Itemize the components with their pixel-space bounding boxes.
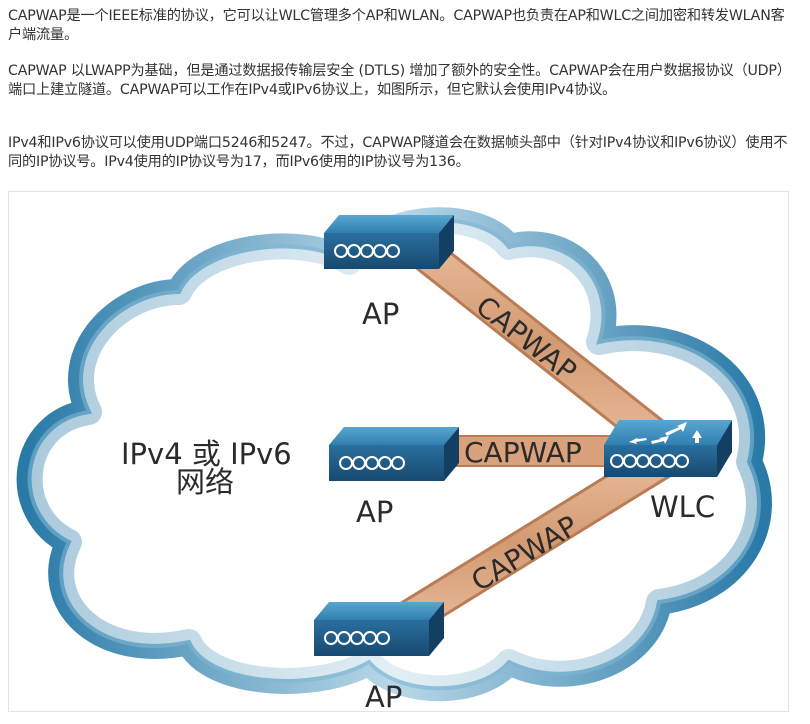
ap-bottom-label: AP <box>365 680 402 711</box>
ap-middle-label: AP <box>356 495 393 529</box>
paragraph-1: CAPWAP是一个IEEE标准的协议，它可以让WLC管理多个AP和WLAN。CA… <box>8 8 785 43</box>
tunnel-top <box>392 222 681 462</box>
wlc-label: WLC <box>650 490 715 524</box>
tunnel-middle-label: CAPWAP <box>464 436 582 469</box>
network-label-line1: IPv4 或 IPv6 <box>121 437 292 471</box>
ap-middle-device <box>329 427 459 481</box>
tunnel-bottom <box>379 441 679 646</box>
paragraph-2: CAPWAP 以LWAPP为基础，但是通过数据报传输层安全 (DTLS) 增加了… <box>8 63 791 98</box>
paragraph-3: IPv4和IPv6协议可以使用UDP端口5246和5247。不过，CAPWAP隧… <box>8 135 788 170</box>
capwap-diagram-svg: CAPWAP CAPWAP CAPWAP AP AP <box>16 207 772 711</box>
wlc-device <box>604 420 732 477</box>
ap-bottom-device <box>314 602 444 656</box>
capwap-diagram: CAPWAP CAPWAP CAPWAP AP AP <box>8 191 789 712</box>
ap-top-label: AP <box>362 297 399 331</box>
wlc-arrows-icon <box>629 422 702 444</box>
ap-top-device <box>324 215 454 269</box>
network-label-line2: 网络 <box>176 465 234 499</box>
